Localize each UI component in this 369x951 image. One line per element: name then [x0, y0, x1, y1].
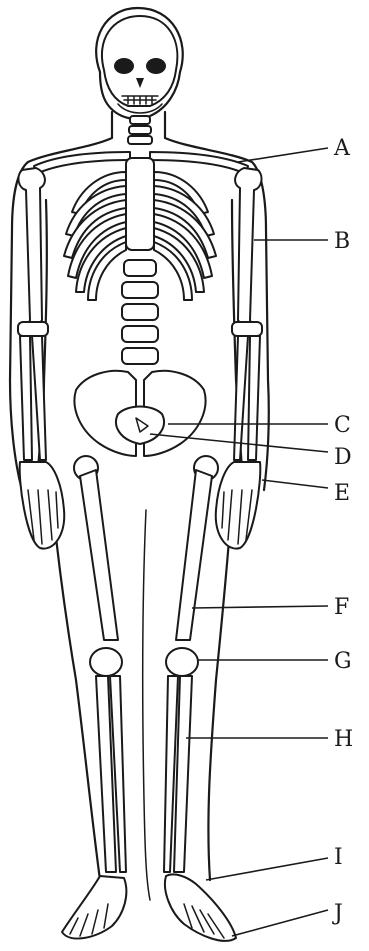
skull — [102, 16, 177, 113]
labels: A B C D E F G H I J — [332, 136, 353, 926]
rib-cage — [64, 158, 216, 300]
label-e: E — [334, 481, 350, 506]
label-c: C — [334, 413, 351, 438]
lumbar-spine — [122, 260, 158, 364]
leader-line-a — [238, 148, 328, 162]
leader-line-j — [232, 910, 328, 936]
label-i: I — [334, 845, 343, 870]
left-leg — [62, 456, 126, 939]
label-b: B — [334, 229, 350, 254]
leader-line-f — [192, 606, 328, 608]
label-d: D — [334, 445, 352, 470]
leader-line-e — [262, 480, 328, 488]
left-arm — [18, 168, 64, 549]
right-arm — [216, 168, 262, 549]
label-j: J — [332, 901, 343, 926]
label-f: F — [334, 595, 349, 620]
cervical-spine — [128, 116, 152, 144]
label-a: A — [333, 136, 351, 161]
label-h: H — [334, 727, 353, 752]
pelvis — [74, 371, 205, 456]
label-g: G — [334, 649, 352, 674]
leader-line-i — [206, 858, 328, 880]
